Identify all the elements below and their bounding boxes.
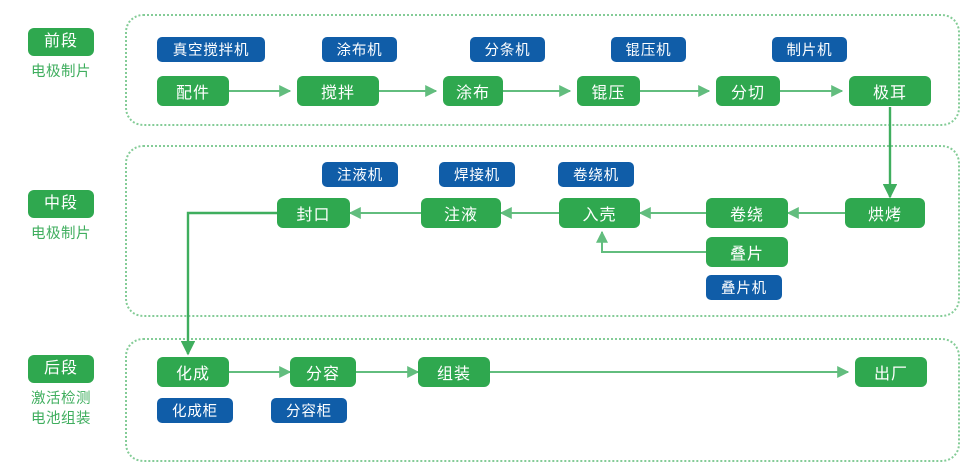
stage-sub-middle-line1: 电极制片 bbox=[31, 226, 91, 242]
tag-slitter[interactable]: 分条机 bbox=[470, 37, 545, 62]
node-pressing[interactable]: 锟压 bbox=[577, 76, 640, 106]
tag-stacker[interactable]: 叠片机 bbox=[706, 275, 782, 300]
band-front-stage bbox=[125, 14, 960, 126]
stage-badge-back: 后段 bbox=[27, 355, 94, 383]
node-assembly[interactable]: 组装 bbox=[418, 357, 490, 387]
tag-vacuum-mixer[interactable]: 真空搅拌机 bbox=[157, 37, 265, 62]
stage-sub-back-line1: 激活检测 bbox=[31, 391, 91, 407]
tag-electrolyte-filler[interactable]: 注液机 bbox=[322, 162, 398, 187]
node-slitting[interactable]: 分切 bbox=[716, 76, 780, 106]
node-grading[interactable]: 分容 bbox=[290, 357, 356, 387]
tag-grading-cabinet[interactable]: 分容柜 bbox=[271, 398, 347, 423]
stage-label-front: 前段 电极制片 bbox=[6, 28, 116, 82]
node-sealing[interactable]: 封口 bbox=[277, 198, 350, 228]
tag-coater[interactable]: 涂布机 bbox=[322, 37, 397, 62]
tag-roller-press[interactable]: 锟压机 bbox=[611, 37, 686, 62]
node-shipment[interactable]: 出厂 bbox=[855, 357, 927, 387]
tag-tab-machine[interactable]: 制片机 bbox=[772, 37, 847, 62]
node-filling[interactable]: 注液 bbox=[421, 198, 501, 228]
node-mixing[interactable]: 搅拌 bbox=[297, 76, 379, 106]
node-formation[interactable]: 化成 bbox=[157, 357, 229, 387]
stage-badge-middle: 中段 bbox=[27, 190, 94, 218]
band-back-stage bbox=[125, 338, 960, 462]
node-baking[interactable]: 烘烤 bbox=[845, 198, 925, 228]
stage-label-back: 后段 激活检测 电池组装 bbox=[6, 355, 116, 429]
node-stacking[interactable]: 叠片 bbox=[706, 237, 788, 267]
band-middle-stage bbox=[125, 145, 960, 317]
node-casing[interactable]: 入壳 bbox=[559, 198, 640, 228]
stage-label-middle: 中段 电极制片 bbox=[6, 190, 116, 244]
node-coating[interactable]: 涂布 bbox=[443, 76, 503, 106]
stage-sub-front-line1: 电极制片 bbox=[31, 64, 91, 80]
node-winding[interactable]: 卷绕 bbox=[706, 198, 788, 228]
tag-welder[interactable]: 焊接机 bbox=[439, 162, 515, 187]
tag-winder[interactable]: 卷绕机 bbox=[558, 162, 634, 187]
stage-badge-front: 前段 bbox=[27, 28, 94, 56]
tag-formation-cabinet[interactable]: 化成柜 bbox=[157, 398, 233, 423]
node-parts[interactable]: 配件 bbox=[157, 76, 229, 106]
stage-sub-back-line2: 电池组装 bbox=[31, 411, 91, 427]
node-tab[interactable]: 极耳 bbox=[849, 76, 931, 106]
